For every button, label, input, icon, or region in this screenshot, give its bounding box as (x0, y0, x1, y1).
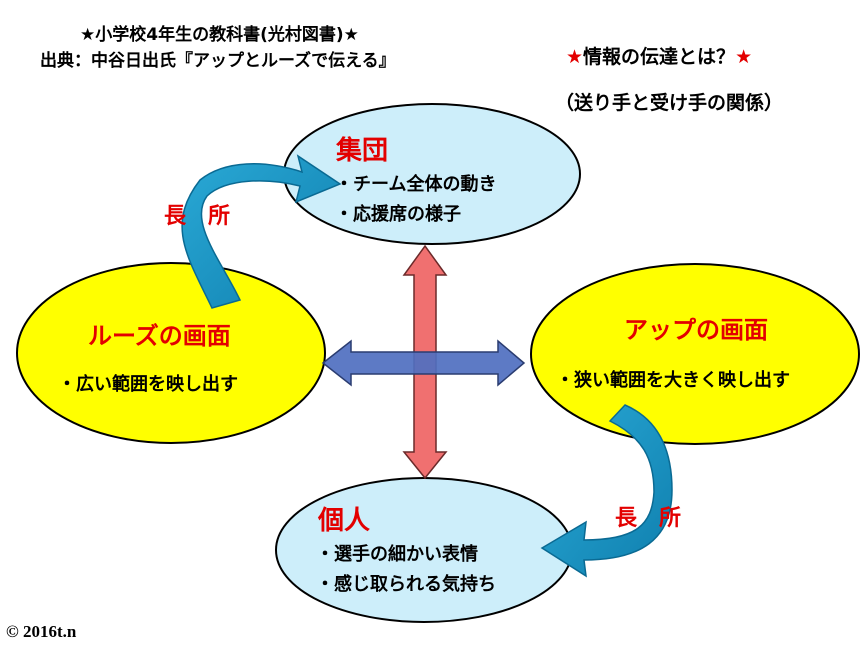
up-item-1: ・狭い範囲を大きく映し出す (556, 370, 790, 391)
loose-title: ルーズの画面 (88, 322, 231, 350)
individual-item-1: ・選手の細かい表情 (316, 544, 478, 565)
heading-title-row: ★情報の伝達とは？★ (566, 42, 752, 69)
source-line-2: 出典：中谷日出氏『アップとルーズで伝える』 (40, 51, 396, 71)
loose-ellipse (16, 262, 326, 444)
star-right-icon: ★ (735, 46, 753, 68)
heading-title: 情報の伝達とは？ (583, 46, 736, 68)
heading-subtitle: （送り手と受け手の関係） (555, 92, 784, 114)
horizontal-arrow (321, 339, 526, 387)
group-title: 集団 (336, 136, 389, 166)
source-line-1: ★小学校4年生の教科書(光村図書)★ (80, 25, 359, 45)
merit-curve-arrow-top (181, 154, 342, 309)
merit-label-left: 長 所 (164, 204, 231, 229)
individual-title: 個人 (318, 506, 371, 536)
up-ellipse (530, 263, 860, 445)
up-title: アップの画面 (624, 316, 768, 344)
individual-item-2: ・感じ取られる気持ち (316, 574, 496, 595)
star-left-icon: ★ (566, 46, 584, 68)
copyright: © 2016t.n (6, 622, 77, 641)
merit-label-right: 長 所 (615, 506, 682, 531)
loose-item-1: ・広い範囲を映し出す (58, 374, 238, 395)
group-item-2: ・応援席の様子 (335, 204, 461, 225)
merit-curve-arrow-bottom (540, 404, 673, 578)
group-item-1: ・チーム全体の動き (335, 174, 497, 195)
